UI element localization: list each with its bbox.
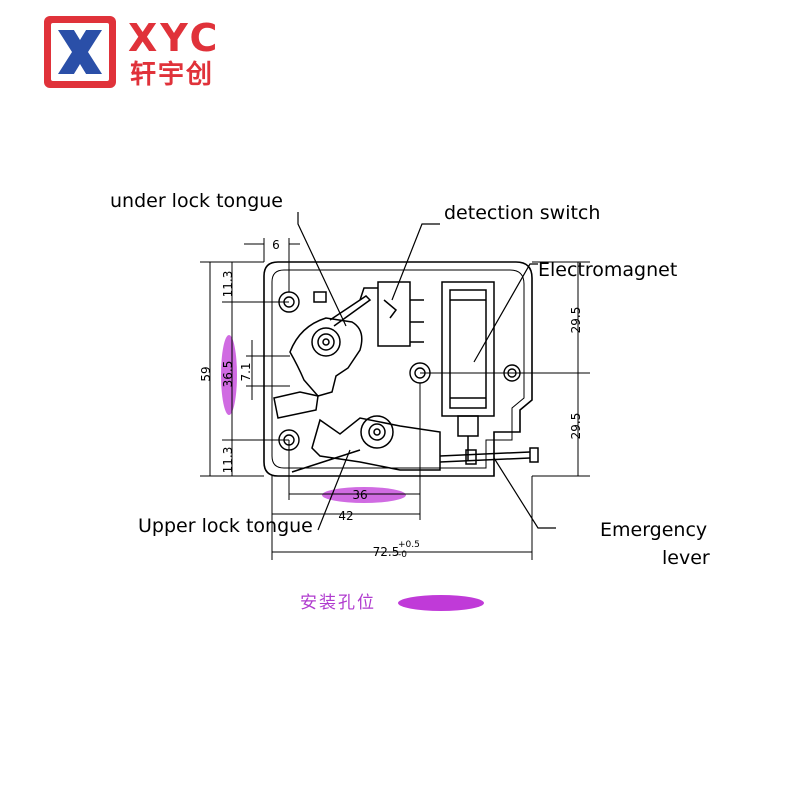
dim-right-lower: 29.5 bbox=[569, 413, 583, 440]
electromagnet-part bbox=[441, 281, 495, 460]
dim-hole-spacing-horizontal: 36 bbox=[352, 488, 367, 502]
label-detection-switch: detection switch bbox=[444, 202, 600, 224]
dim-overall-width: 72.5 bbox=[373, 545, 400, 559]
mounting-holes-legend: 安装孔位 bbox=[300, 593, 376, 613]
label-lever: lever bbox=[662, 547, 710, 569]
highlight-horizontal-hole-spacing bbox=[322, 487, 406, 503]
highlight-vertical-hole-spacing bbox=[221, 335, 237, 415]
label-upper-lock-tongue: Upper lock tongue bbox=[138, 515, 313, 537]
xyc-emblem-icon bbox=[44, 16, 116, 88]
dim-tongue-gap: 7.1 bbox=[239, 362, 253, 381]
dim-width-42: 42 bbox=[338, 509, 353, 523]
dim-left-bottom-height: 11.3 bbox=[221, 447, 235, 474]
dim-tolerance-plus: +0.5 bbox=[398, 540, 420, 550]
dim-left-top-height: 11.3 bbox=[221, 271, 235, 298]
emergency-lever-part bbox=[439, 447, 539, 465]
lock-housing bbox=[263, 261, 533, 477]
leader-lines bbox=[297, 212, 556, 531]
dim-tolerance-minus: -0 bbox=[398, 550, 407, 560]
upper-lock-tongue-part bbox=[291, 415, 441, 473]
emblem-x-icon bbox=[58, 30, 102, 74]
dimension-lines bbox=[200, 238, 590, 560]
legend-highlight-swatch bbox=[398, 595, 484, 611]
dim-right-upper: 29.5 bbox=[569, 307, 583, 334]
label-under-lock-tongue: under lock tongue bbox=[110, 190, 283, 212]
label-electromagnet: Electromagnet bbox=[538, 259, 677, 281]
brand-name: XYC bbox=[128, 16, 221, 60]
brand-name-cn: 轩宇创 bbox=[130, 60, 215, 90]
dim-hole-spacing-vertical: 36.5 bbox=[221, 361, 235, 388]
brand-logo: XYC 轩宇创 bbox=[44, 16, 224, 92]
label-emergency: Emergency bbox=[600, 519, 707, 541]
dim-overall-height: 59 bbox=[199, 366, 213, 381]
under-lock-tongue-part bbox=[273, 291, 372, 419]
detection-switch-part bbox=[359, 281, 424, 347]
dim-top-offset: 6 bbox=[272, 238, 280, 252]
